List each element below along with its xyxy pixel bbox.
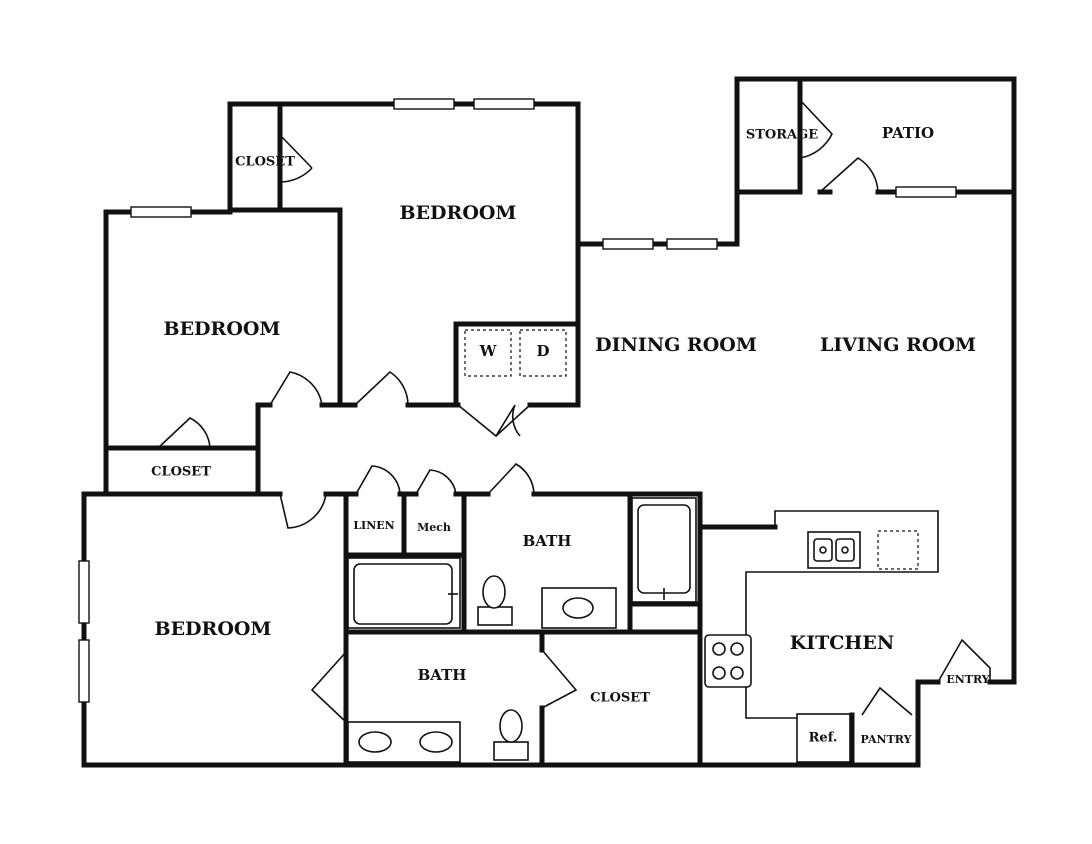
sink-basin [835, 538, 855, 562]
room-label-closet-bath: CLOSET [590, 691, 650, 706]
room-label-patio: PATIO [882, 124, 934, 142]
toilet-tank [493, 741, 529, 761]
sink [562, 597, 594, 619]
windows [78, 98, 957, 703]
door-swing [157, 417, 211, 449]
door-swing [415, 469, 457, 495]
door-swing [487, 462, 535, 495]
dryer-label: D [536, 342, 549, 360]
room-label-living-room: LIVING ROOM [820, 334, 976, 356]
sink [358, 731, 392, 753]
dishwasher [877, 530, 919, 570]
washer [464, 329, 512, 377]
bathtub-basin [353, 563, 453, 625]
window [78, 639, 90, 703]
toilet-bowl [482, 575, 506, 609]
sink-basin [813, 538, 833, 562]
door-swing [279, 134, 313, 183]
door-swing [819, 157, 879, 193]
room-label-bedroom-bottom: BEDROOM [155, 618, 272, 640]
room-label-closet-left: CLOSET [151, 465, 211, 480]
dryer [519, 329, 567, 377]
door-swing [310, 651, 347, 723]
room-label-bath-lower: BATH [418, 666, 467, 684]
door-swing [269, 371, 323, 406]
refrigerator-label: Ref. [809, 731, 838, 746]
door-swing [279, 493, 327, 529]
door-swing [799, 99, 833, 159]
bathtub-basin [637, 504, 691, 594]
door-swing [355, 465, 401, 495]
window [393, 98, 455, 110]
window [666, 238, 718, 250]
toilet-bowl [499, 709, 523, 743]
kitchen-counter [745, 510, 939, 719]
door-swing [457, 404, 531, 438]
room-label-mech: Mech [417, 521, 451, 534]
stove [704, 634, 752, 688]
refrigerator [796, 713, 851, 763]
room-label-bedroom-top: BEDROOM [400, 202, 517, 224]
window [130, 206, 192, 218]
window [473, 98, 535, 110]
window [602, 238, 654, 250]
room-label-kitchen: KITCHEN [790, 632, 894, 654]
doors [157, 99, 991, 723]
room-label-bedroom-left: BEDROOM [164, 318, 281, 340]
sink [419, 731, 453, 753]
fixtures [347, 329, 939, 763]
room-label-storage: STORAGE [746, 128, 818, 143]
room-labels: BEDROOM BEDROOM BEDROOM CLOSET CLOSET CL… [151, 124, 990, 746]
room-label-closet-top: CLOSET [235, 155, 295, 170]
toilet-tank [477, 606, 513, 626]
room-label-dining-room: DINING ROOM [595, 334, 757, 356]
window [895, 186, 957, 198]
window [78, 560, 90, 624]
door-swing [354, 370, 409, 406]
room-label-linen: LINEN [353, 519, 394, 532]
room-label-entry: ENTRY [946, 673, 989, 686]
door-swing [541, 649, 578, 709]
door-swing [937, 638, 991, 683]
room-label-pantry: PANTRY [861, 733, 912, 746]
washer-label: W [479, 342, 498, 360]
room-label-bath-upper: BATH [523, 532, 572, 550]
door-swing [861, 686, 913, 716]
walls [81, 76, 1017, 768]
